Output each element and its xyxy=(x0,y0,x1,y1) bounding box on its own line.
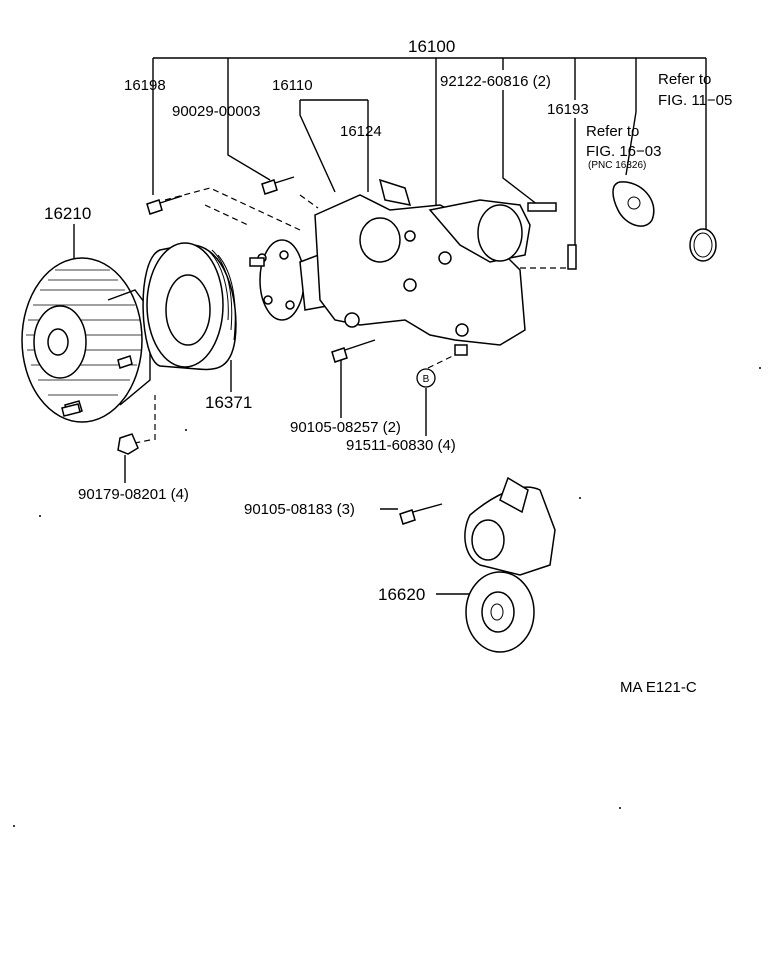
label-16124: 16124 xyxy=(340,123,382,140)
b-marker-label: B xyxy=(423,374,430,385)
label-16198: 16198 xyxy=(124,77,166,94)
water-pump-16110 xyxy=(257,178,531,356)
scan-specks xyxy=(13,367,761,827)
labels: 16100 16198 16110 92122-60816 (2) 16193 … xyxy=(44,37,732,696)
label-90179-08201: 90179-08201 (4) xyxy=(78,486,189,503)
label-pnc-16326: (PNC 16326) xyxy=(588,160,646,171)
label-16110: 16110 xyxy=(272,77,313,94)
bolts xyxy=(61,176,577,525)
label-16620: 16620 xyxy=(378,585,425,604)
pulley-16371 xyxy=(117,242,237,455)
label-16193: 16193 xyxy=(547,101,589,118)
label-16371: 16371 xyxy=(205,393,252,412)
label-16100: 16100 xyxy=(408,37,455,56)
refer-16-03-line1: Refer to xyxy=(586,123,639,140)
label-90105-08257: 90105-08257 (2) xyxy=(290,419,401,436)
refer-11-05-line2: FIG. 11−05 xyxy=(658,92,732,109)
label-90105-08183: 90105-08183 (3) xyxy=(244,501,355,518)
label-90029-00003: 90029-00003 xyxy=(172,103,260,120)
leader-lines xyxy=(73,57,707,595)
label-16210: 16210 xyxy=(44,204,91,223)
label-91511-60830: 91511-60830 (4) xyxy=(346,437,456,454)
b-marker: B xyxy=(416,368,436,388)
diagram-code: MA E121-C xyxy=(620,679,697,696)
gasket-and-o-ring xyxy=(612,181,717,262)
tensioner-16620 xyxy=(464,476,556,653)
refer-16-03-line2: FIG. 16−03 xyxy=(586,143,661,160)
fan-clutch-16210 xyxy=(21,257,151,423)
label-92122-60816: 92122-60816 (2) xyxy=(440,73,551,90)
refer-11-05-line1: Refer to xyxy=(658,71,711,88)
